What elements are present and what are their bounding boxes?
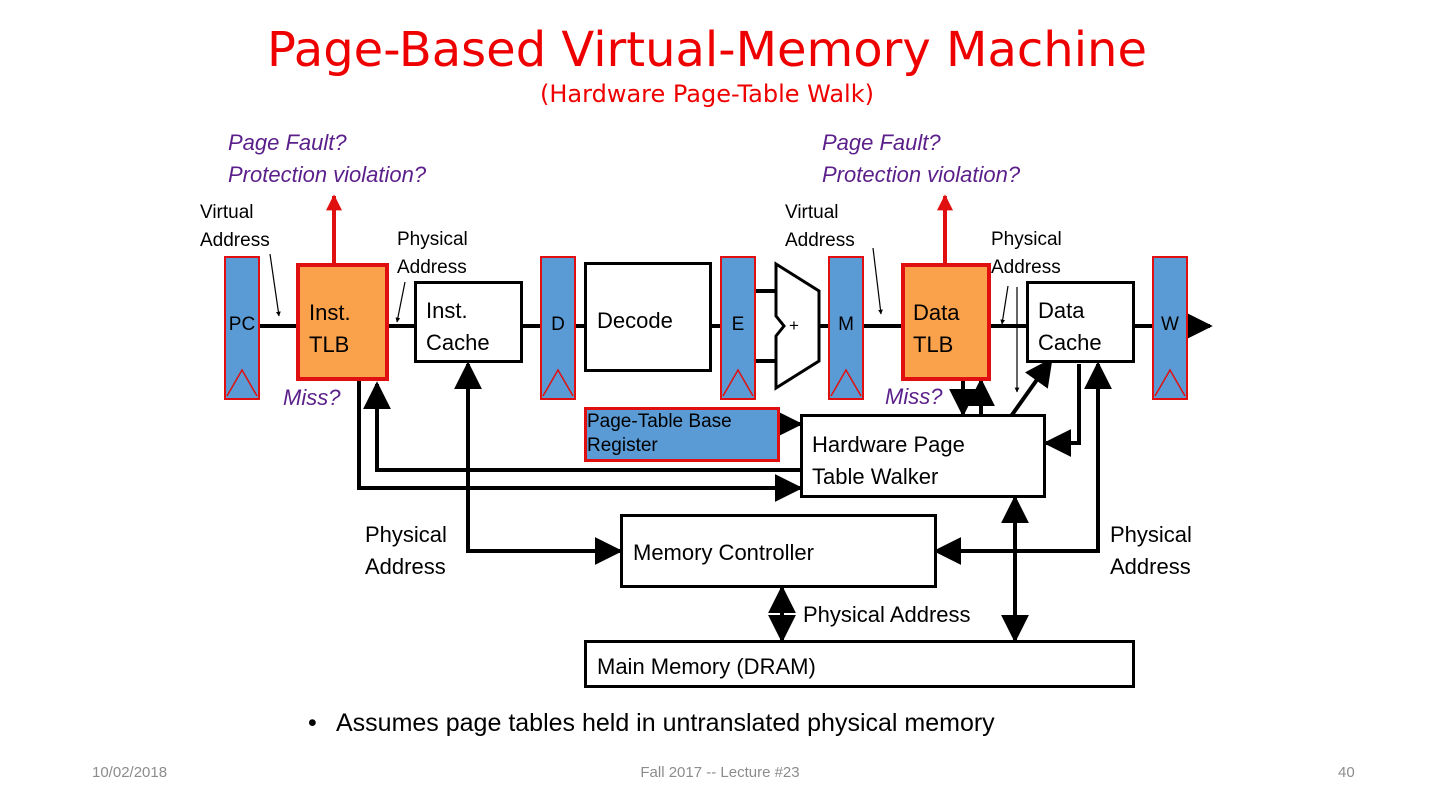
pipeline-register-pc: PC (224, 256, 260, 400)
slide-title: Page-Based Virtual-Memory Machine (267, 22, 1147, 78)
data-cache: Data Cache (1026, 281, 1135, 363)
label-line: Physical (365, 522, 447, 547)
ptbr-label-2: Register (587, 435, 658, 456)
inst-tlb: Inst. TLB (296, 263, 389, 381)
inst-cache-label-2: Cache (426, 330, 490, 355)
label-line: Address (1110, 554, 1191, 579)
label-line: Address (991, 257, 1061, 278)
inst-tlb-label-1: Inst. (309, 300, 351, 325)
register-label: E (731, 314, 745, 335)
wire-walker-to-itlb (363, 381, 800, 472)
label-line: Physical (397, 229, 468, 250)
right-physical-address-label: Physical Address (1110, 519, 1192, 583)
inst-page-fault-text: Page Fault? (228, 130, 347, 155)
memory-controller-label: Memory Controller (633, 540, 814, 565)
clock-edge-icon (226, 368, 258, 397)
wire-walker-to-dcache (1007, 357, 1053, 421)
alu-plus-symbol: + (789, 316, 799, 335)
bullet-text: Assumes page tables held in untranslated… (336, 709, 995, 737)
bullet-icon: • (308, 709, 317, 737)
inst-protection-text: Protection violation? (228, 162, 427, 187)
page-table-base-register: Page-Table Base Register (584, 407, 780, 462)
data-va-pointer (872, 247, 883, 315)
bullet-item: • Assumes page tables held in untranslate… (308, 706, 995, 740)
inst-cache: Inst. Cache (414, 281, 523, 363)
memory-physical-address-label: Physical Address (803, 602, 971, 627)
inst-va-pointer (269, 253, 281, 317)
wire-dcache-to-walker (1043, 364, 1081, 457)
clock-edge-icon (722, 368, 754, 397)
clock-edge-icon (830, 368, 862, 397)
label-line: Address (200, 230, 270, 251)
label-line: Virtual (200, 202, 254, 223)
alu-shape (774, 261, 821, 391)
pipeline-register-m: M (828, 256, 864, 400)
inst-tlb-label-2: TLB (309, 332, 350, 357)
memory-controller: Memory Controller (620, 514, 937, 588)
left-physical-address-label: Physical Address (365, 519, 447, 583)
register-label: W (1161, 314, 1179, 335)
data-tlb: Data TLB (901, 263, 991, 381)
label-line: Address (785, 230, 855, 251)
pipeline-register-w: W (1152, 256, 1188, 400)
walker-label-1: Hardware Page (812, 432, 965, 457)
data-pa-pointer (1000, 285, 1009, 325)
footer-course: Fall 2017 -- Lecture #23 (640, 764, 800, 781)
footer-page-number: 40 (1338, 764, 1355, 781)
wire-dcache-to-memctrl (933, 361, 1112, 565)
label-line: Virtual (785, 202, 839, 223)
inst-physical-address-label: Physical Address (397, 226, 468, 282)
inst-fault-note: Page Fault? Protection violation? (228, 127, 426, 191)
data-fault-note: Page Fault? Protection violation? (822, 127, 1020, 191)
label-line: Physical (991, 229, 1062, 250)
label-line: Physical (1110, 522, 1192, 547)
data-tlb-label-2: TLB (913, 332, 954, 357)
register-label: D (551, 314, 565, 335)
ptbr-label-1: Page-Table Base (587, 411, 732, 432)
decode-stage: Decode (584, 262, 712, 372)
wire-itlb-miss-to-walker (357, 380, 803, 502)
data-physical-address-label: Physical Address (991, 226, 1062, 282)
pipeline-register-e: E (720, 256, 756, 400)
slide-subtitle: (Hardware Page-Table Walk) (540, 80, 874, 108)
data-virtual-address-label: Virtual Address (785, 199, 855, 255)
hardware-page-table-walker: Hardware Page Table Walker (800, 414, 1046, 498)
footer-date: 10/02/2018 (92, 764, 168, 781)
data-cache-label-2: Cache (1038, 330, 1102, 355)
inst-virtual-address-label: Virtual Address (200, 199, 270, 255)
decode-label: Decode (597, 308, 673, 333)
data-cache-label-1: Data (1038, 298, 1085, 323)
data-protection-text: Protection violation? (822, 162, 1021, 187)
label-line: Address (365, 554, 446, 579)
data-miss-note: Miss? (885, 384, 943, 409)
main-memory-dram: Main Memory (DRAM) (584, 640, 1135, 688)
wire-icache-to-memctrl (454, 361, 623, 565)
clock-edge-icon (542, 368, 574, 397)
clock-edge-icon (1154, 368, 1186, 397)
register-label: M (838, 314, 854, 335)
walker-label-2: Table Walker (812, 464, 939, 489)
label-line: Address (397, 257, 467, 278)
inst-pa-pointer (395, 281, 406, 323)
inst-miss-note: Miss? (283, 385, 341, 410)
data-tlb-label-1: Data (913, 300, 960, 325)
main-memory-label: Main Memory (DRAM) (597, 654, 816, 679)
pipeline-register-d: D (540, 256, 576, 400)
register-label: PC (228, 314, 256, 335)
inst-cache-label-1: Inst. (426, 298, 468, 323)
data-page-fault-text: Page Fault? (822, 130, 941, 155)
